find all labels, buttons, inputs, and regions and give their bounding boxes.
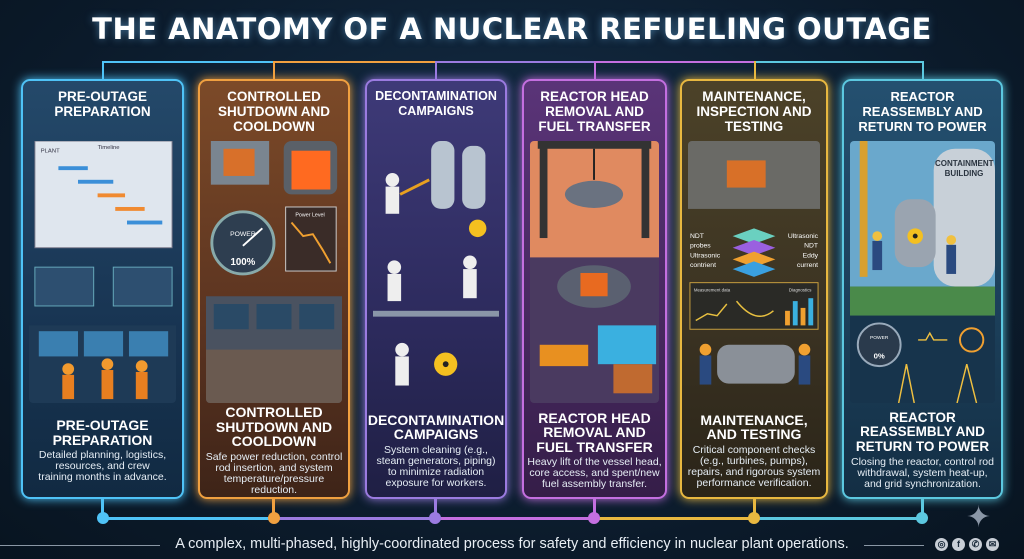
whatsapp-icon[interactable]: ✆ xyxy=(969,538,982,551)
email-icon[interactable]: ✉ xyxy=(986,538,999,551)
power-gauge-label: POWER xyxy=(870,335,889,341)
panel-description: Critical component checks (e.g., turbine… xyxy=(687,443,821,489)
top-connector xyxy=(435,61,595,63)
ndt-label: Ultrasonic xyxy=(690,252,721,259)
timeline-segment xyxy=(103,517,273,520)
facebook-icon[interactable]: f xyxy=(952,538,965,551)
top-stub xyxy=(594,61,596,79)
decontamination-illustration xyxy=(373,141,499,403)
phase-panel-decontamination: Decontamination Campaigns DECONTAMINATIO… xyxy=(365,79,507,499)
ndt-label: probes xyxy=(690,243,711,250)
panel-title: CONTROLLED SHUTDOWN AND COOLDOWN xyxy=(215,404,333,450)
ndt-label: current xyxy=(797,262,818,269)
panel-description: Safe power reduction, control rod insert… xyxy=(205,450,343,496)
top-connector xyxy=(273,61,435,63)
timeline-dot xyxy=(429,512,441,524)
panel-description: Detailed planning, logistics, resources,… xyxy=(38,449,167,483)
footer-divider xyxy=(864,545,924,546)
panel-header: Controlled Shutdown and Cooldown xyxy=(218,89,330,134)
timeline-stub xyxy=(593,499,596,518)
panel-header: Reactor Head Removal and Fuel Transfer xyxy=(538,89,651,134)
panel-header: Reactor Reassembly and Return to Power xyxy=(858,89,987,134)
panel-title: DECONTAMINATION CAMPAIGNS xyxy=(367,411,505,442)
timeline-stub xyxy=(101,499,104,518)
radiation-icon xyxy=(468,219,487,238)
plant-label: PLANT xyxy=(41,149,60,155)
social-icons: ◎ f ✆ ✉ xyxy=(935,538,999,551)
timeline-stub xyxy=(272,499,275,518)
ndt-label: Eddy xyxy=(803,252,819,259)
instagram-icon[interactable]: ◎ xyxy=(935,538,948,551)
timeline-dot xyxy=(748,512,760,524)
phase-panel-shutdown: Controlled Shutdown and Cooldown POWER 1… xyxy=(198,79,350,499)
planning-illustration: PLANT Timeline xyxy=(29,141,176,403)
shutdown-illustration: POWER 100% Power Level xyxy=(206,141,342,403)
ndt-label: NDT xyxy=(690,233,704,240)
timeline-label: Timeline xyxy=(98,145,120,151)
panel-text: DECONTAMINATION CAMPAIGNS System cleanin… xyxy=(367,407,505,494)
footer-divider xyxy=(0,545,160,546)
timeline-segment xyxy=(754,517,922,520)
timeline-segment xyxy=(594,517,754,520)
timeline-stub xyxy=(753,499,756,518)
panel-description: Closing the reactor, control rod withdra… xyxy=(851,456,994,491)
panel-text: REACTOR HEAD REMOVAL AND FUEL TRANSFER H… xyxy=(526,407,663,494)
panel-title: MAINTENANCE, AND TESTING xyxy=(700,411,808,442)
containment-building-label: CONTAINMENT BUILDING xyxy=(935,159,994,178)
fuel-transfer-illustration xyxy=(530,141,659,403)
timeline-dot xyxy=(588,512,600,524)
top-stub xyxy=(754,61,756,79)
top-stub xyxy=(922,61,924,79)
panel-header: Pre-Outage Preparation xyxy=(54,89,151,119)
sparkle-icon: ✦ xyxy=(966,501,992,534)
panel-description: System cleaning (e.g., steam generators,… xyxy=(376,443,496,489)
power-gauge-value: 0% xyxy=(874,351,885,360)
page-title: THE ANATOMY OF A NUCLEAR REFUELING OUTAG… xyxy=(92,12,932,46)
inspection-illustration: NDT probes Ultrasonic contrient Ultrason… xyxy=(688,141,820,403)
timeline-stub xyxy=(434,499,437,518)
timeline-dot xyxy=(268,512,280,524)
panel-text: REACTOR REASSEMBLY AND RETURN TO POWER C… xyxy=(846,407,999,494)
panel-text: MAINTENANCE, AND TESTING Critical compon… xyxy=(684,407,824,494)
power-level-chart-label: Power Level xyxy=(295,213,324,219)
chart-label: Diagnostics xyxy=(789,287,812,292)
top-stub xyxy=(102,61,104,79)
timeline-segment xyxy=(273,517,435,520)
timeline-dot xyxy=(97,512,109,524)
phase-panel-return-to-power: Reactor Reassembly and Return to Power P… xyxy=(842,79,1003,499)
ndt-label: contrient xyxy=(690,262,716,269)
phase-panel-maintenance: Maintenance, Inspection and Testing NDT … xyxy=(680,79,828,499)
power-gauge-label: POWER xyxy=(230,231,256,238)
panel-title: PRE-OUTAGE PREPARATION xyxy=(52,417,153,448)
ndt-label: NDT xyxy=(804,243,818,250)
phase-panel-pre-outage: Pre-Outage Preparation PLANT Timeline PR… xyxy=(21,79,184,499)
top-connector xyxy=(755,61,923,63)
power-gauge-value: 100% xyxy=(231,257,256,268)
timeline-dot xyxy=(916,512,928,524)
phase-panel-reactor-head: Reactor Head Removal and Fuel Transfer R… xyxy=(522,79,667,499)
timeline-stub xyxy=(921,499,924,518)
top-stub xyxy=(273,61,275,79)
top-stub xyxy=(435,61,437,79)
panel-title: REACTOR REASSEMBLY AND RETURN TO POWER xyxy=(855,409,990,454)
top-connector xyxy=(595,61,755,63)
panel-description: Heavy lift of the vessel head, core acce… xyxy=(527,456,662,491)
timeline-segment xyxy=(435,517,594,520)
ndt-label: Ultrasonic xyxy=(788,233,819,240)
footer-tagline: A complex, multi-phased, highly-coordina… xyxy=(175,536,849,552)
panel-title: REACTOR HEAD REMOVAL AND FUEL TRANSFER xyxy=(536,409,653,455)
chart-label: Measurement data xyxy=(694,287,731,292)
reassembly-illustration: POWER 0% CONTAINMENT BUILDING xyxy=(850,141,995,403)
panel-text: CONTROLLED SHUTDOWN AND COOLDOWN Safe po… xyxy=(202,404,346,496)
panel-header: Decontamination Campaigns xyxy=(375,89,497,118)
panel-text: PRE-OUTAGE PREPARATION Detailed planning… xyxy=(25,407,180,494)
top-connector xyxy=(103,61,273,63)
panel-header: Maintenance, Inspection and Testing xyxy=(696,89,812,134)
